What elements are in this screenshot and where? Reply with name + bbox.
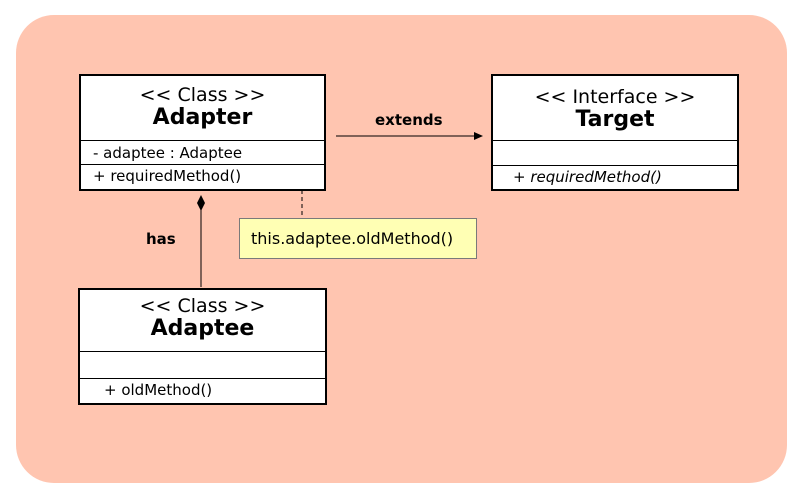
adapter-header: << Class >> Adapter (81, 76, 324, 141)
target-attribute-section (493, 141, 737, 166)
has-label: has (146, 230, 176, 248)
class-adapter[interactable]: << Class >> Adapter - adaptee : Adaptee … (79, 74, 326, 191)
extends-arrowhead (474, 132, 483, 140)
adapter-stereotype: << Class >> (139, 84, 266, 106)
adaptee-name: Adaptee (150, 316, 255, 341)
note-implementation[interactable]: this.adaptee.oldMethod() (239, 218, 477, 259)
target-header: << Interface >> Target (493, 76, 737, 141)
interface-target[interactable]: << Interface >> Target + requiredMethod(… (491, 74, 739, 191)
adapter-name: Adapter (152, 105, 253, 130)
extends-label: extends (375, 111, 443, 129)
adaptee-stereotype: << Class >> (139, 295, 266, 317)
adaptee-method: + oldMethod() (104, 381, 213, 399)
adaptee-attribute-section (80, 352, 325, 379)
composition-diamond (197, 195, 205, 211)
target-method: + requiredMethod() (513, 168, 662, 186)
adapter-method: + requiredMethod() (93, 167, 242, 185)
target-stereotype: << Interface >> (534, 86, 696, 108)
target-name: Target (575, 107, 655, 132)
class-adaptee[interactable]: << Class >> Adaptee + oldMethod() (78, 288, 327, 405)
adapter-attribute: - adaptee : Adaptee (81, 141, 324, 165)
adaptee-header: << Class >> Adaptee (80, 290, 325, 352)
